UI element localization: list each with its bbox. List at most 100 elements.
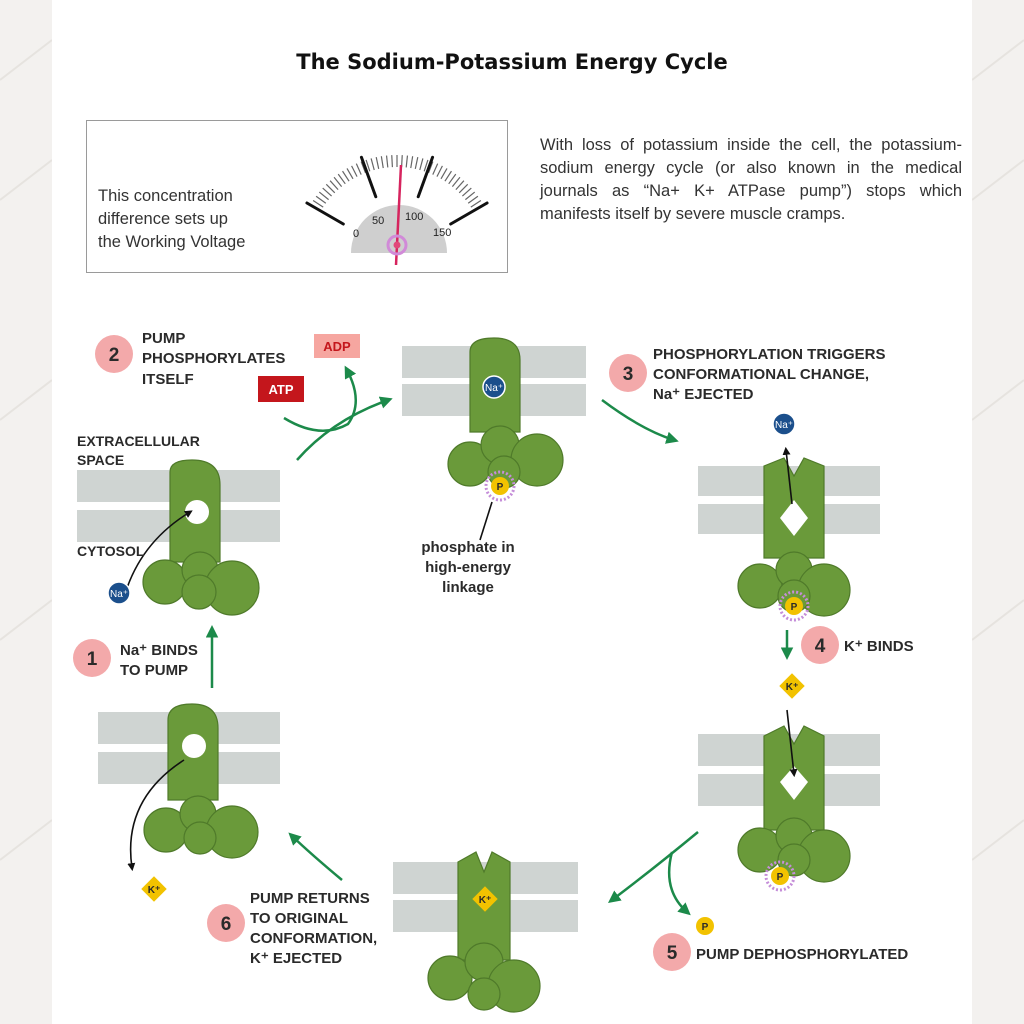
meter-minor-tick bbox=[325, 183, 336, 194]
meter-minor-tick bbox=[458, 183, 469, 194]
svg-text:Na⁺: Na⁺ bbox=[485, 383, 503, 394]
meter-minor-tick bbox=[405, 155, 409, 168]
phosphate-release-arrow bbox=[667, 851, 691, 916]
meter-minor-tick bbox=[375, 157, 380, 170]
svg-text:TO ORIGINAL: TO ORIGINAL bbox=[250, 910, 348, 927]
free-phosphate: P bbox=[696, 917, 714, 935]
cytosol-label: CYTOSOL bbox=[77, 543, 145, 559]
meter-minor-tick bbox=[451, 176, 461, 187]
step-1: 1 Na⁺ BINDS TO PUMP bbox=[73, 639, 198, 679]
page-title: The Sodium-Potassium Energy Cycle bbox=[296, 50, 728, 74]
meter-minor-tick bbox=[365, 159, 371, 172]
svg-text:PUMP: PUMP bbox=[142, 330, 185, 347]
meter-minor-tick bbox=[414, 157, 419, 170]
meter-pivot bbox=[386, 234, 408, 256]
atp-box: ATP bbox=[258, 376, 304, 402]
meter-label-0: 0 bbox=[353, 228, 359, 240]
meter-minor-tick bbox=[346, 168, 354, 180]
meter-minor-tick bbox=[467, 195, 479, 204]
meter-minor-tick bbox=[423, 159, 429, 172]
svg-text:PUMP DEPHOSPHORYLATED: PUMP DEPHOSPHORYLATED bbox=[696, 946, 908, 963]
sodium-entry-arrow bbox=[126, 510, 193, 589]
meter-label-50: 50 bbox=[372, 215, 384, 227]
sodium-ion: Na⁺ bbox=[482, 375, 506, 399]
potassium-ion: K⁺ bbox=[472, 886, 498, 912]
atp-to-adp-arrow bbox=[283, 365, 357, 432]
extracellular-label: SPACE bbox=[77, 452, 124, 468]
meter-major-tick bbox=[359, 155, 378, 199]
svg-text:P: P bbox=[497, 482, 504, 493]
pump-protein bbox=[737, 725, 851, 883]
svg-text:P: P bbox=[777, 872, 784, 883]
adp-box: ADP bbox=[314, 334, 360, 358]
meter-minor-tick bbox=[419, 158, 424, 171]
voltage-meter: 0 50 100 150 bbox=[305, 155, 489, 266]
meter-major-tick bbox=[449, 201, 489, 226]
voltage-gauge-panel: This concentration difference sets up th… bbox=[86, 120, 508, 273]
potassium-exit-arrow bbox=[127, 759, 185, 872]
svg-text:K⁺: K⁺ bbox=[148, 885, 161, 896]
phosphate-on-pump: P bbox=[484, 470, 516, 502]
svg-text:Na⁺ BINDS: Na⁺ BINDS bbox=[120, 642, 198, 659]
gauge-caption-line: difference sets up bbox=[98, 210, 228, 228]
meter-minor-tick bbox=[448, 173, 457, 185]
sodium-ion: Na⁺ bbox=[772, 412, 796, 436]
meter-pivot-center bbox=[393, 241, 401, 249]
svg-text:P: P bbox=[791, 602, 798, 613]
svg-text:5: 5 bbox=[667, 943, 678, 964]
gauge-caption-line: This concentration bbox=[98, 187, 233, 205]
phosphate-pointer bbox=[479, 501, 493, 541]
meter-minor-tick bbox=[432, 163, 439, 175]
meter-label-150: 150 bbox=[433, 227, 451, 239]
svg-text:3: 3 bbox=[623, 364, 634, 385]
svg-text:TO PUMP: TO PUMP bbox=[120, 662, 188, 679]
gauge-caption: This concentration difference sets up th… bbox=[98, 185, 280, 254]
cycle-arrow-6-to-1 bbox=[288, 832, 343, 881]
cycle-arrow-3-to-4 bbox=[601, 398, 679, 444]
pump-protein bbox=[143, 703, 259, 859]
gauge-caption-line: the Working Voltage bbox=[98, 233, 246, 251]
meter-minor-tick bbox=[360, 161, 367, 174]
potassium-ion: K⁺ bbox=[779, 673, 805, 699]
meter-minor-tick bbox=[315, 195, 327, 204]
description-text: With loss of potassium inside the cell, … bbox=[540, 136, 962, 223]
meter-minor-tick bbox=[329, 180, 339, 191]
svg-text:K⁺: K⁺ bbox=[786, 682, 799, 693]
svg-text:Na⁺ EJECTED: Na⁺ EJECTED bbox=[653, 386, 754, 403]
svg-text:ITSELF: ITSELF bbox=[142, 371, 194, 388]
ion-paths bbox=[126, 446, 798, 872]
step-5: 5 PUMP DEPHOSPHORYLATED bbox=[653, 933, 908, 971]
pump-protein bbox=[142, 459, 260, 616]
meter-ticks bbox=[310, 155, 484, 212]
meter-minor-tick bbox=[436, 165, 443, 177]
meter-minor-tick bbox=[455, 180, 465, 191]
svg-text:ADP: ADP bbox=[323, 339, 351, 354]
meter-minor-tick bbox=[470, 200, 482, 208]
meter-major-ticks bbox=[305, 155, 489, 226]
svg-text:P: P bbox=[702, 922, 709, 933]
meter-minor-tick bbox=[380, 156, 384, 169]
meter-minor-tick bbox=[465, 191, 476, 201]
step-6: 6 PUMP RETURNS TO ORIGINAL CONFORMATION,… bbox=[207, 890, 377, 967]
phosphate-note-line: high-energy bbox=[425, 559, 511, 576]
sodium-ion: Na⁺ bbox=[107, 581, 131, 605]
meter-minor-tick bbox=[342, 170, 350, 182]
meter-minor-tick bbox=[333, 176, 343, 187]
meter-minor-tick bbox=[391, 155, 393, 168]
svg-text:CONFORMATION,: CONFORMATION, bbox=[250, 930, 377, 947]
cycle-arrow-5-to-6 bbox=[608, 831, 699, 904]
step-4: 4 K⁺ BINDS bbox=[801, 626, 914, 664]
phosphate-note-line: linkage bbox=[442, 579, 494, 596]
svg-text:K⁺ EJECTED: K⁺ EJECTED bbox=[250, 950, 342, 967]
meter-minor-tick bbox=[461, 187, 472, 197]
meter-minor-tick bbox=[440, 168, 448, 180]
meter-minor-tick bbox=[318, 191, 329, 201]
svg-text:ATP: ATP bbox=[268, 382, 293, 397]
meter-minor-tick bbox=[322, 187, 333, 197]
meter-minor-tick bbox=[312, 200, 324, 208]
step-3: 3 PHOSPHORYLATION TRIGGERS CONFORMATIONA… bbox=[609, 346, 886, 403]
svg-text:K⁺ BINDS: K⁺ BINDS bbox=[844, 638, 914, 655]
svg-text:Na⁺: Na⁺ bbox=[110, 589, 128, 600]
meter-minor-tick bbox=[427, 161, 434, 174]
